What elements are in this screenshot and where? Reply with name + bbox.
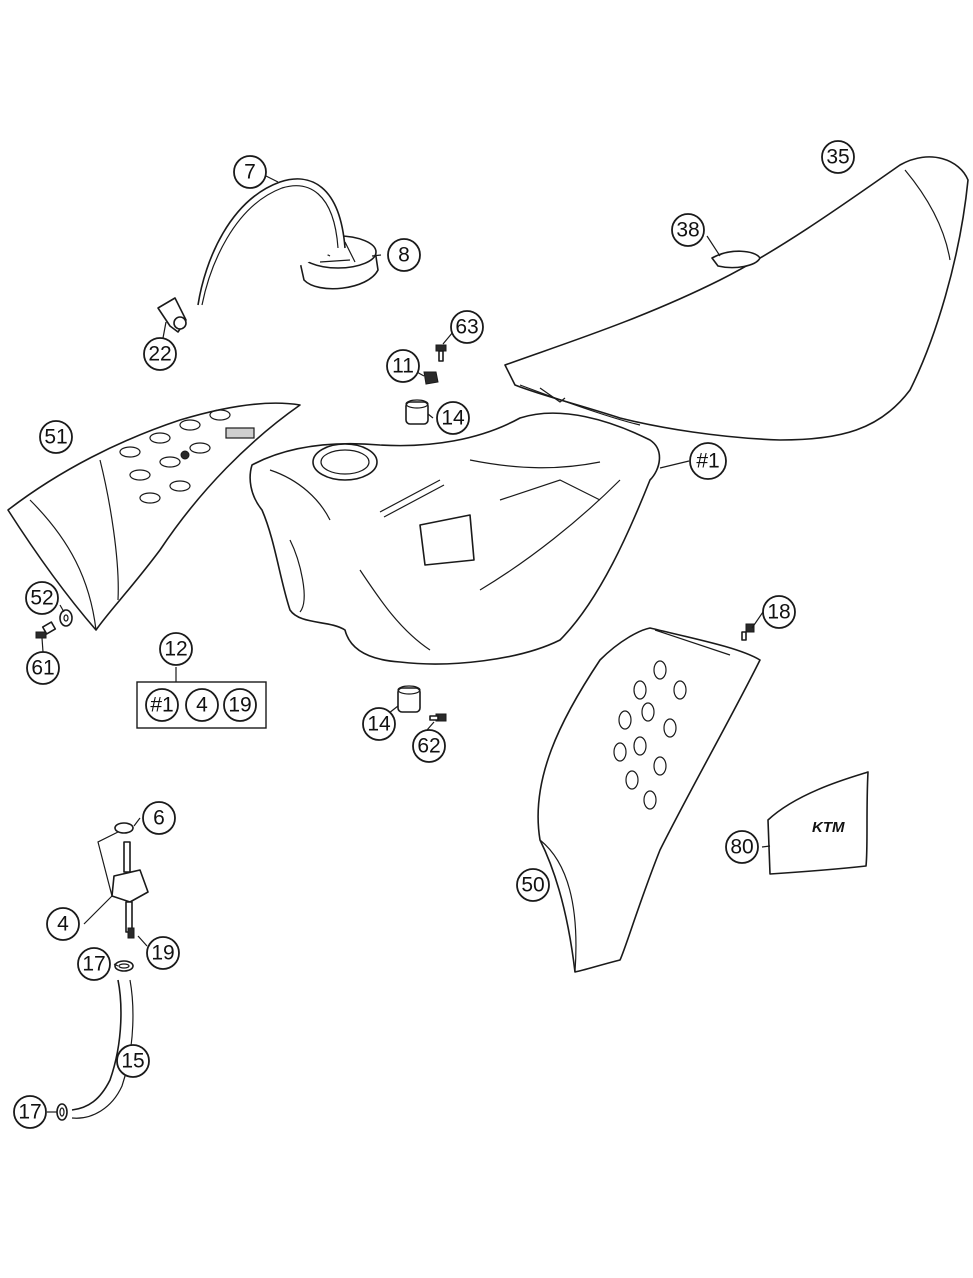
rubber-spacer-14-upper [405,399,429,425]
left-radiator-shroud [7,402,301,631]
callout-15: 15 [116,1044,150,1078]
callout-17-upper: 17 [77,947,111,981]
callout-12: 12 [159,632,193,666]
svg-text:#1: #1 [696,450,719,473]
fuel-hose-15 [71,979,134,1119]
callout-6: 6 [142,801,176,835]
svg-text:51: 51 [44,426,67,449]
callout-4: 4 [46,907,80,941]
callout-38: 38 [671,213,705,247]
callout-1-fuel-tank: #1 [689,442,727,480]
svg-text:14: 14 [441,407,465,430]
screw-61 [35,621,57,639]
hose-clamp-17-lower [56,1103,68,1121]
hose-clamp-17-upper [114,960,134,972]
callout-11: 11 [386,349,420,383]
fuel-tank [249,412,661,665]
svg-text:22: 22 [148,343,171,366]
callout-17-lower: 17 [13,1095,47,1129]
callout-61: 61 [26,651,60,685]
callout-51: 51 [39,420,73,454]
svg-text:80: 80 [730,836,753,859]
breather-hose [197,178,346,306]
callout-8: 8 [387,238,421,272]
svg-text:62: 62 [417,735,440,758]
svg-text:4: 4 [196,694,208,717]
svg-text:19: 19 [151,942,174,965]
svg-text:15: 15 [121,1050,144,1073]
ktm-decal: KTM [767,771,869,875]
svg-text:38: 38 [676,219,699,242]
svg-text:4: 4 [57,913,69,936]
svg-text:18: 18 [767,601,790,624]
callout-14-lower: 14 [362,707,396,741]
svg-text:8: 8 [398,244,410,267]
seat [504,156,969,441]
nut-11 [423,371,439,385]
callout-7: 7 [233,155,267,189]
rubber-spacer-14-lower [397,685,421,713]
svg-text:6: 6 [153,807,165,830]
callout-22: 22 [143,337,177,371]
screw-62 [429,713,447,722]
callout-80: 80 [725,830,759,864]
svg-text:52: 52 [30,587,53,610]
screw-18 [741,623,755,641]
svg-text:17: 17 [82,953,105,976]
fuel-tap [111,822,149,939]
callout-18: 18 [762,595,796,629]
callout-35: 35 [821,140,855,174]
washer-52 [59,609,73,627]
svg-text:#1: #1 [150,694,173,717]
callout-14-upper: 14 [436,401,470,435]
callout-12-item-1: #1 [145,688,179,722]
svg-text:14: 14 [367,713,391,736]
svg-text:17: 17 [18,1101,41,1124]
callout-12-item-19: 19 [223,688,257,722]
screw-63 [435,344,447,362]
svg-text:35: 35 [826,146,849,169]
svg-text:19: 19 [228,694,251,717]
breather-valve [157,297,187,333]
seat-pad [711,250,761,269]
right-radiator-shroud [537,627,761,973]
ktm-logo-text: KTM [812,819,845,836]
callout-52: 52 [25,581,59,615]
svg-text:12: 12 [164,638,187,661]
callout-63: 63 [450,310,484,344]
svg-text:11: 11 [392,355,414,378]
svg-text:63: 63 [455,316,478,339]
callout-12-item-4: 4 [185,688,219,722]
svg-text:7: 7 [244,161,256,184]
svg-text:50: 50 [521,874,544,897]
callout-50: 50 [516,868,550,902]
callout-62: 62 [412,729,446,763]
callout-19: 19 [146,936,180,970]
svg-text:61: 61 [31,657,54,680]
